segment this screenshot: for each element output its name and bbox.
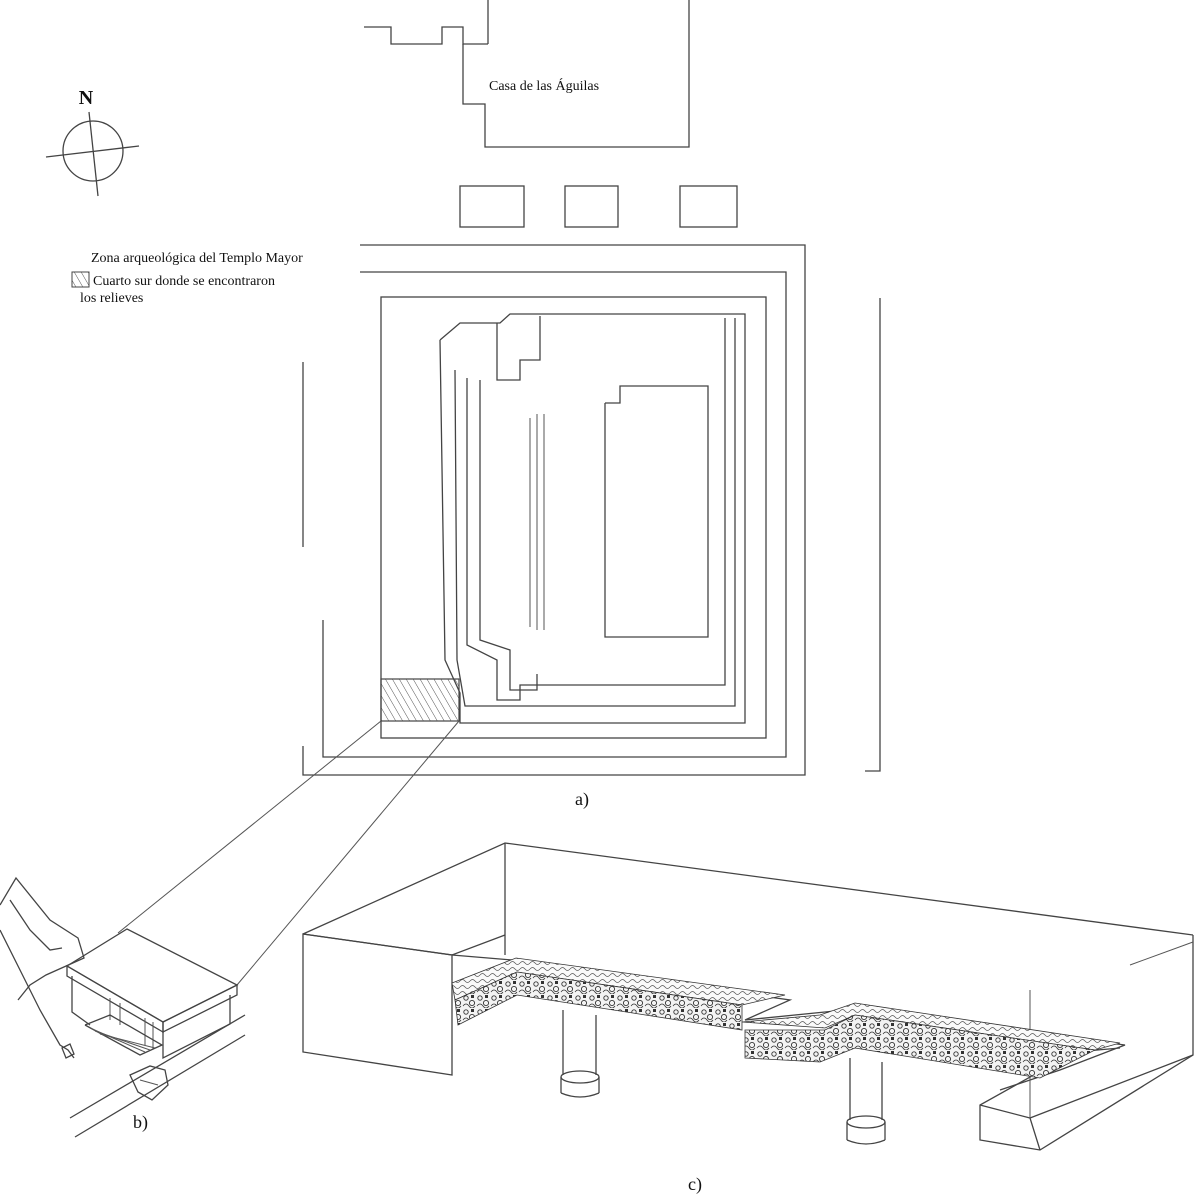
panel-a-label: a) xyxy=(575,789,589,810)
temple-perspective: b) xyxy=(0,876,246,1138)
column-left xyxy=(560,1010,600,1098)
frieze-left-main xyxy=(454,971,743,1031)
legend-zone-text: Zona arqueológica del Templo Mayor xyxy=(91,251,303,266)
legend-room-text-line1: Cuarto sur donde se encontraron xyxy=(93,274,275,289)
hatched-square-icon xyxy=(71,271,90,288)
casa-label: Casa de las Águilas xyxy=(489,77,599,94)
templo-plan: a) xyxy=(302,244,881,810)
small-structures xyxy=(459,185,738,228)
north-label: N xyxy=(79,87,94,109)
legend: Zona arqueológica del Templo Mayor Cuart… xyxy=(71,251,303,306)
frieze-right-upper xyxy=(741,1002,1121,1051)
legend-room-text-line2: los relieves xyxy=(80,291,143,306)
north-arrow-icon: N xyxy=(45,87,140,197)
casa-de-las-aguilas-outline: Casa de las Águilas xyxy=(364,0,690,148)
panel-b-label: b) xyxy=(133,1112,148,1133)
panel-c-label: c) xyxy=(688,1174,702,1195)
frieze-right-main xyxy=(744,1014,1097,1079)
room-interior-perspective: c) xyxy=(302,842,1194,1195)
south-room-hatched xyxy=(380,678,460,722)
projection-lines xyxy=(117,720,460,986)
column-right xyxy=(846,1058,886,1145)
